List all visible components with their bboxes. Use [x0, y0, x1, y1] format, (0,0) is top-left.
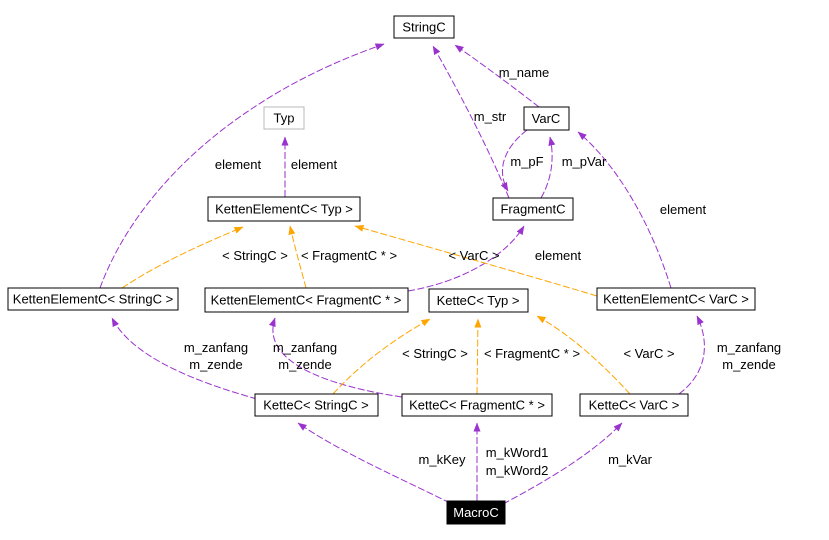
node-label-varc: VarC [532, 111, 561, 126]
edge-label-m-pvar: m_pVar [562, 154, 607, 169]
node-kettec-stringc[interactable]: KetteC< StringC > [254, 393, 379, 417]
edge-label-element-varc: element [660, 202, 707, 217]
edge-label-m-zende-2: m_zende [278, 357, 331, 372]
node-varc[interactable]: VarC [523, 106, 570, 131]
node-label-kettec-typ: KetteC< Typ > [437, 293, 520, 308]
node-kettenelementc-fragmentc[interactable]: KettenElementC< FragmentC * > [204, 287, 409, 313]
node-label-kettenelementc-stringc: KettenElementC< StringC > [13, 292, 173, 307]
edge-m-zanfang-kettec-stringc-to-kettenelementc-stringc [111, 317, 258, 400]
node-label-kettec-fragmentc: KetteC< FragmentC * > [409, 398, 545, 413]
edge-label-m-zanfang-3: m_zanfang [717, 340, 781, 355]
edge-label-m-zanfang-2: m_zanfang [273, 340, 337, 355]
edge-label-element-typ: element [291, 157, 338, 172]
node-fragmentc[interactable]: FragmentC [492, 197, 574, 221]
edge-template-kettenelementc-fragmentc-to-kettenelementc-typ [288, 225, 307, 289]
node-kettenelementc-varc[interactable]: KettenElementC< VarC > [596, 287, 756, 311]
edge-label-m-zende-1: m_zende [189, 357, 242, 372]
node-label-fragmentc: FragmentC [500, 202, 565, 217]
edge-label-template-fragmentc-row2: < FragmentC * > [484, 346, 580, 361]
node-stringc[interactable]: StringC [393, 15, 455, 39]
edge-label-m-name: m_name [499, 65, 550, 80]
edge-template-kettec-varc-to-kettec-typ [536, 315, 631, 395]
node-label-kettenelementc-varc: KettenElementC< VarC > [603, 292, 749, 307]
node-label-typ: Typ [274, 111, 295, 126]
edge-template-kettenelementc-stringc-to-kettenelementc-typ [121, 226, 244, 289]
node-label-kettec-varc: KetteC< VarC > [589, 398, 680, 413]
edge-label-template-stringc-row1: < StringC > [222, 248, 288, 263]
edge-element-kettenelementc-fragmentc-to-fragmentc [407, 225, 525, 292]
node-label-stringc: StringC [402, 20, 445, 35]
edge-label-m-kvar: m_kVar [608, 452, 652, 467]
edge-m-kvar-macroc-to-kettec-varc [502, 422, 623, 505]
node-label-kettenelementc-typ: KettenElementC< Typ > [215, 202, 353, 217]
edge-label-m-str: m_str [474, 109, 507, 124]
node-kettec-varc[interactable]: KetteC< VarC > [579, 393, 689, 417]
edge-template-kettec-stringc-to-kettec-typ [332, 318, 431, 395]
edge-element-kettenelementc-varc-to-varc [577, 131, 672, 289]
edge-label-element-fragmentc: element [535, 248, 582, 263]
node-typ[interactable]: Typ [263, 106, 305, 130]
node-kettenelementc-stringc[interactable]: KettenElementC< StringC > [7, 287, 179, 311]
edge-m-zanfang-kettec-fragmentc-to-kettenelementc-fragmentc [268, 317, 403, 398]
node-kettec-typ[interactable]: KetteC< Typ > [428, 288, 529, 313]
edge-template-kettenelementc-varc-to-kettenelementc-typ [354, 224, 598, 297]
edge-label-m-zende-3: m_zende [722, 357, 775, 372]
edge-element-kettenelementc-stringc-to-stringc [99, 43, 385, 289]
node-label-kettenelementc-fragmentc: KettenElementC< FragmentC * > [211, 293, 402, 308]
edge-m-name-varc-to-stringc [454, 44, 540, 108]
edge-label-element-stringc: element [215, 157, 262, 172]
edge-label-template-varc-row2: < VarC > [623, 346, 674, 361]
edge-label-template-fragmentc-row1: < FragmentC * > [301, 248, 397, 263]
edge-m-kkey-macroc-to-kettec-stringc [297, 422, 451, 504]
edge-label-m-kword1: m_kWord1 [486, 445, 549, 460]
node-label-kettec-stringc: KetteC< StringC > [263, 398, 369, 413]
edge-label-m-kkey: m_kKey [419, 452, 466, 467]
edge-m-pf-varc-to-fragmentc [500, 129, 528, 192]
edge-template-kettec-fragmentc-to-kettec-typ [474, 318, 482, 395]
node-label-macroc: MacroC [453, 505, 499, 520]
edge-label-m-kword2: m_kWord2 [486, 463, 549, 478]
node-kettec-fragmentc[interactable]: KetteC< FragmentC * > [401, 393, 553, 417]
edge-label-template-varc-row1: < VarC > [448, 248, 499, 263]
edge-m-pvar-fragmentc-to-varc [540, 136, 556, 199]
node-kettenelementc-typ[interactable]: KettenElementC< Typ > [207, 196, 361, 222]
edge-m-zanfang-kettec-varc-to-kettenelementc-varc [678, 315, 705, 395]
edge-m-str-fragmentc-to-stringc [432, 45, 510, 199]
edge-label-m-zanfang-1: m_zanfang [184, 340, 248, 355]
node-macroc[interactable]: MacroC [446, 500, 506, 525]
edge-label-template-stringc-row2: < StringC > [402, 346, 468, 361]
edge-label-m-pf: m_pF [510, 154, 543, 169]
